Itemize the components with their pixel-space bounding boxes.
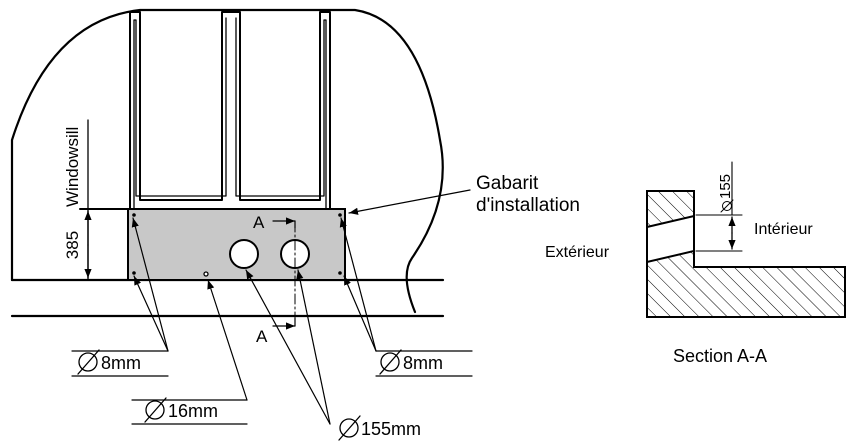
hole-8-top-left	[132, 213, 136, 217]
hole-8-top-right	[338, 213, 342, 217]
section-tube	[646, 214, 695, 264]
section-wall-hatched	[646, 190, 846, 318]
diameter-symbol-icon	[77, 349, 100, 375]
diameter-symbol-icon	[144, 397, 167, 423]
section-diameter-label: 155	[717, 174, 734, 199]
section-marker-bottom: A	[256, 327, 268, 346]
hole-16	[203, 271, 209, 277]
height-dim-label: 385	[63, 231, 82, 259]
template-leader	[348, 189, 471, 215]
diameter-symbol-icon	[720, 199, 734, 213]
template-label-line1: Gabarit	[476, 173, 539, 194]
hole-8-bottom-left	[132, 271, 136, 275]
wall-outline	[10, 8, 444, 314]
interior-label: Intérieur	[754, 221, 813, 238]
hole-16mm-label: 16mm	[168, 401, 218, 421]
section-title: Section A-A	[673, 346, 767, 366]
diameter-symbol-icon	[379, 349, 402, 375]
section-marker-top: A	[253, 213, 265, 232]
hole-8mm-left-label: 8mm	[101, 353, 141, 373]
diameter-symbol-icon	[338, 415, 361, 441]
template-label-line2: d'installation	[476, 195, 580, 216]
exterior-label: Extérieur	[545, 244, 610, 261]
windowsill-label: Windowsill	[63, 127, 82, 207]
section-view: 155 Intérieur Extérieur Section A-A	[545, 161, 846, 366]
hole-155mm-label: 155mm	[361, 419, 421, 439]
hole-8-bottom-right	[338, 271, 342, 275]
window-frame	[79, 11, 331, 210]
hole-8mm-right-label: 8mm	[403, 353, 443, 373]
hole-155-left	[229, 239, 259, 269]
